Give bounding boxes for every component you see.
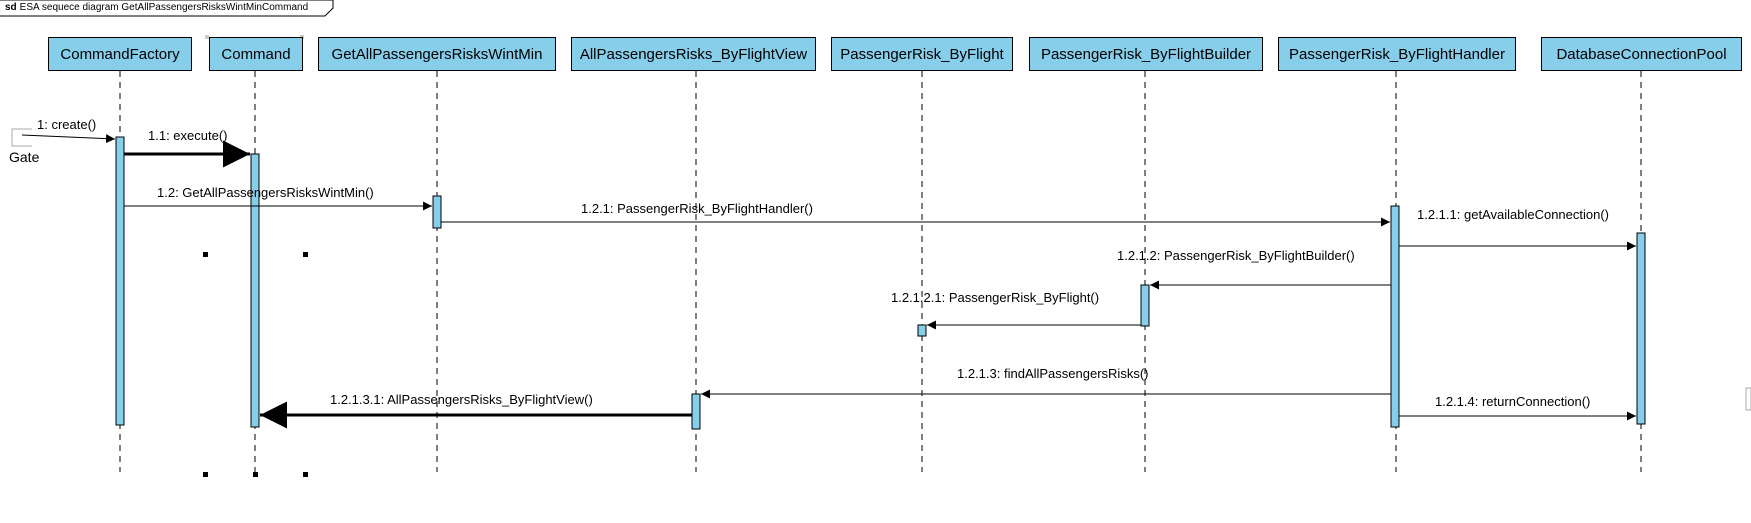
activation-bar-view (691, 393, 701, 430)
lifeline-head-passengerrisk-byflightbuilder[interactable]: PassengerRisk_ByFlightBuilder (1029, 37, 1263, 71)
message-arrow-create[interactable] (21, 134, 116, 144)
message-label-getavailableconnection: 1.2.1.1: getAvailableConnection() (1417, 207, 1609, 222)
message-label-create: 1: create() (37, 117, 97, 132)
selection-handle[interactable] (203, 252, 208, 257)
message-label-handler-ctor: 1.2.1: PassengerRisk_ByFlightHandler() (581, 201, 813, 216)
lifeline-name: AllPassengersRisks_ByFlightView (579, 45, 808, 63)
selection-handle[interactable] (253, 472, 258, 477)
activation-bar-pool (1636, 232, 1646, 425)
lifeline-name: PassengerRisk_ByFlightHandler (1289, 45, 1505, 63)
lifeline-name: PassengerRisk_ByFlight (840, 45, 1004, 63)
activation-bar-risk (917, 324, 927, 337)
lifeline-head-databaseconnectionpool[interactable]: DatabaseConnectionPool (1541, 37, 1742, 71)
gate-label: Gate (9, 149, 40, 165)
frame-label-border (0, 0, 334, 17)
selection-handle[interactable] (203, 472, 208, 477)
message-label-findallpassengersrisks: 1.2.1.3: findAllPassengersRisks() (957, 366, 1149, 381)
message-label-getallpassengersriskswintmin: 1.2: GetAllPassengersRisksWintMin() (157, 185, 374, 200)
frame-title-text: ESA sequece diagram GetAllPassengersRisk… (19, 2, 309, 13)
lifeline-head-passengerrisk-byflight[interactable]: PassengerRisk_ByFlight (831, 37, 1013, 71)
message-label-risk-ctor: 1.2.1.2.1: PassengerRisk_ByFlight() (891, 290, 1100, 305)
frame-keyword: sd (5, 2, 17, 13)
message-label-returnconnection: 1.2.1.4: returnConnection() (1435, 394, 1591, 409)
selection-handle[interactable] (303, 472, 308, 477)
message-label-view-ctor: 1.2.1.3.1: AllPassengersRisks_ByFlightVi… (330, 392, 593, 407)
lifeline-head-allpassengersrisks-byflightview[interactable]: AllPassengersRisks_ByFlightView (571, 37, 816, 71)
activation-bar-command (250, 153, 260, 428)
gate-icon[interactable] (11, 128, 32, 147)
scroll-edge-marker[interactable] (1745, 387, 1751, 411)
message-label-builder-ctor: 1.2.1.2: PassengerRisk_ByFlightBuilder() (1117, 248, 1355, 263)
activation-bar-getall (432, 195, 442, 229)
lifeline-head-getallpassengersriskswintmin[interactable]: GetAllPassengersRisksWintMin (318, 37, 556, 71)
activation-bar-commandfactory (115, 136, 125, 426)
lifeline-head-command[interactable]: Command (209, 37, 303, 71)
lifeline-name: CommandFactory (60, 45, 180, 63)
lifeline-name: DatabaseConnectionPool (1556, 45, 1727, 63)
lifeline-head-passengerrisk-byflighthandler[interactable]: PassengerRisk_ByFlightHandler (1278, 37, 1516, 71)
command-anchor-marker (205, 35, 209, 39)
lifeline-head-commandfactory[interactable]: CommandFactory (48, 37, 192, 71)
lifeline-name: GetAllPassengersRisksWintMin (331, 45, 543, 63)
lifeline-name: PassengerRisk_ByFlightBuilder (1040, 45, 1252, 63)
activation-bar-handler (1390, 205, 1400, 428)
lifeline-name: Command (221, 45, 291, 63)
selection-handle[interactable] (303, 252, 308, 257)
message-label-execute: 1.1: execute() (148, 128, 228, 143)
activation-bar-builder (1140, 284, 1150, 327)
